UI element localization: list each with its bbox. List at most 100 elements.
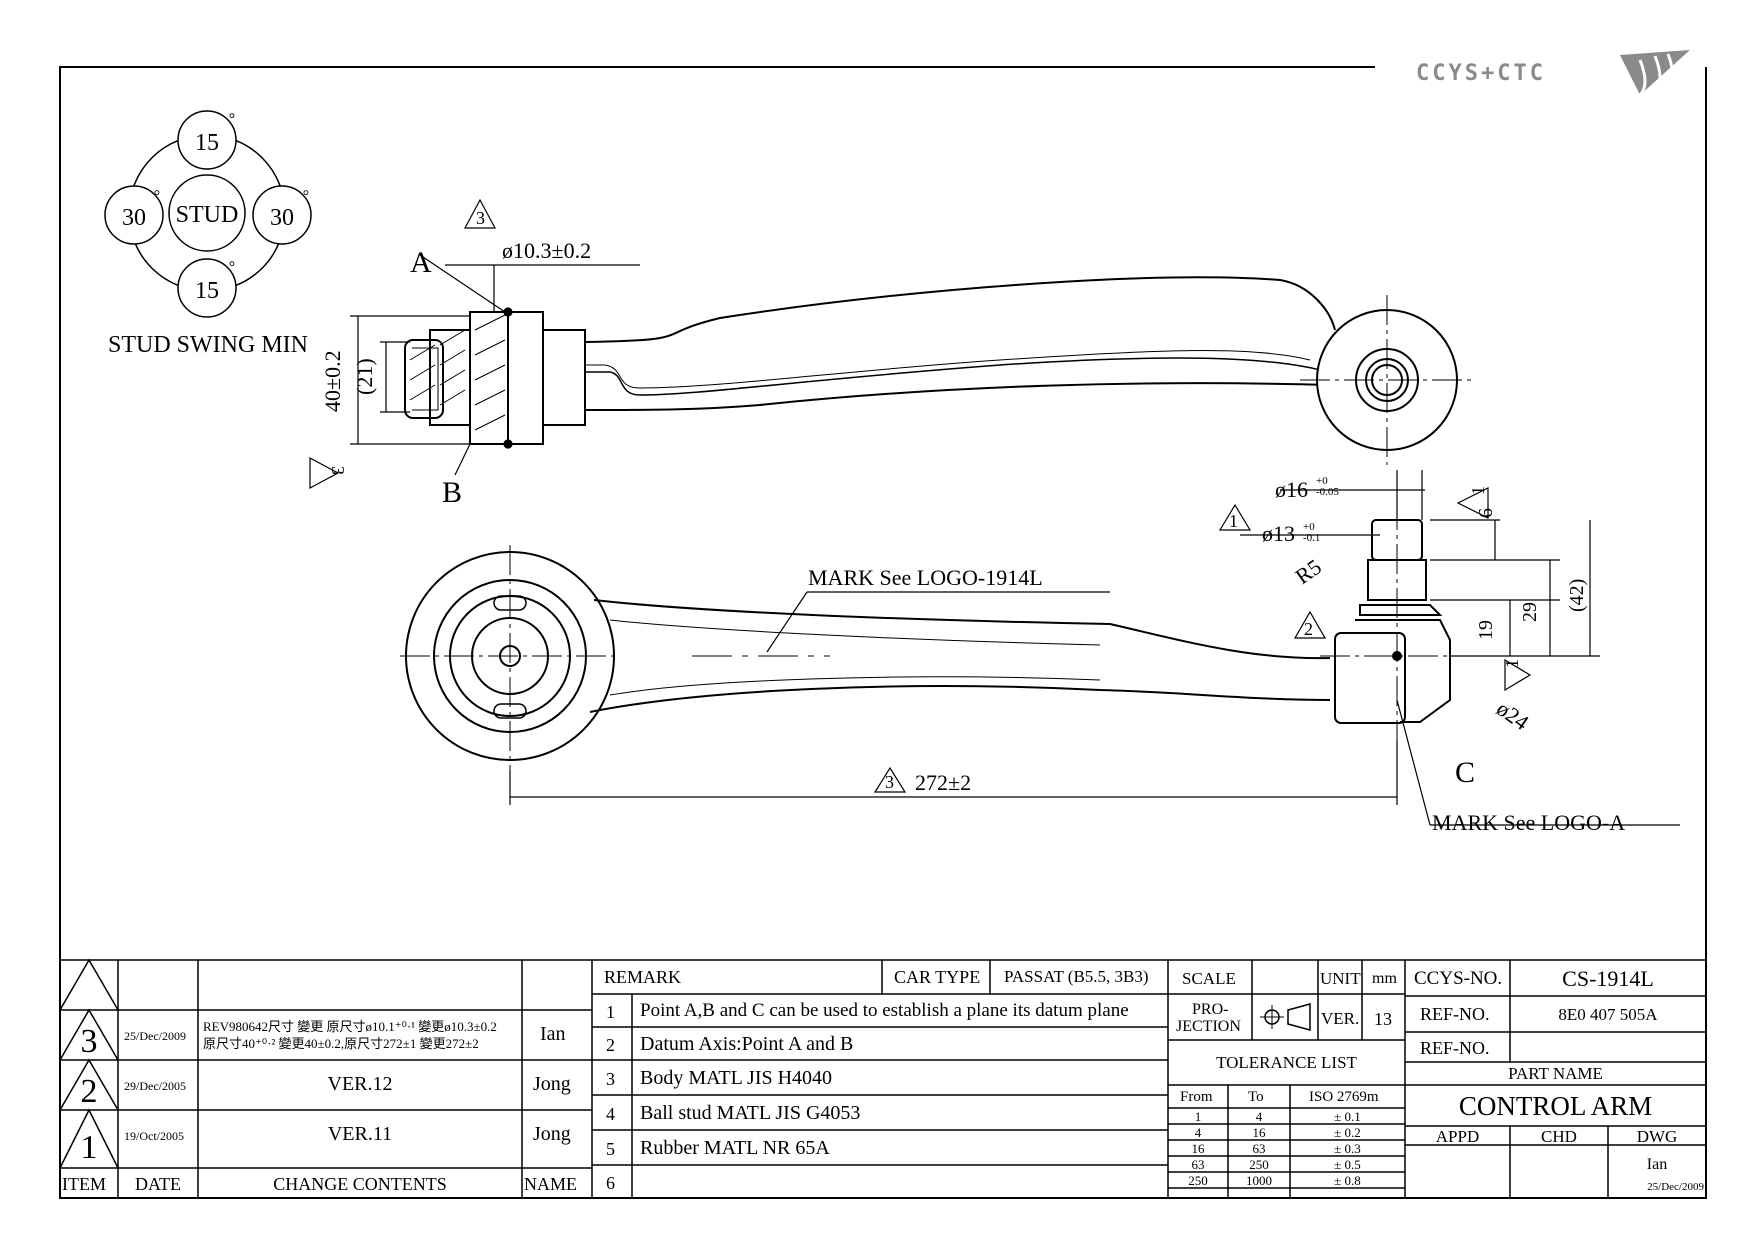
rev2-name: Jong [533,1073,571,1095]
remark-4-text: Ball stud MATL JIS G4053 [640,1102,861,1124]
car-type-value: PASSAT (B5.5, 3B3) [1004,967,1149,986]
swing-right-value: 30 [270,205,294,231]
unit-value: mm [1372,970,1397,987]
tol-row-5-from: 250 [1188,1173,1208,1188]
header-date: DATE [135,1174,181,1194]
remark-label: REMARK [604,967,682,987]
tol-row-2-from: 4 [1194,1125,1202,1140]
rev1-name: Jong [533,1123,571,1145]
dwg-name: Ian [1646,1156,1668,1173]
swing-bottom-value: 15 [195,278,219,304]
ref-no-2-label: REF-NO. [1420,1038,1490,1058]
company-logo: CCYS+CTC [1416,50,1690,97]
part-name-value: CONTROL ARM [1458,1091,1653,1121]
remark-3-text: Body MATL JIS H4040 [640,1067,833,1089]
tol-row-1-value: ± 0.1 [1334,1109,1361,1124]
title-block-grid [59,958,1706,1198]
remark-3-number: 3 [606,1069,615,1089]
rev1-marker-c: 1 [1502,659,1522,668]
ref-no-label: REF-NO. [1420,1004,1490,1024]
projection-label-1: PRO- [1192,1001,1229,1018]
car-type-label: CAR TYPE [894,967,981,987]
remark-4-number: 4 [606,1104,615,1124]
header-name: NAME [524,1174,577,1194]
swing-caption: STUD SWING MIN [108,332,308,358]
swing-top-deg: ° [229,111,235,128]
dim-21: (21) [352,358,377,395]
mark-logo-a: MARK See LOGO-A [1432,810,1625,835]
tol-row-1-to: 4 [1255,1109,1263,1124]
rev1-marker-a: 1 [1468,486,1488,495]
dim-13-tol-up: +0 [1303,521,1315,533]
dim-42: (42) [1566,579,1588,612]
tol-row-4-from: 63 [1191,1157,1205,1172]
appd-label: APPD [1435,1127,1480,1146]
rev3-contents-2: 原尺寸40⁺⁰·² 變更40±0.2,原尺寸272±1 變更272±2 [203,1036,479,1051]
tolerance-title: TOLERANCE LIST [1216,1053,1357,1072]
stud-swing-diagram [104,110,312,318]
dim-29: 29 [1519,602,1541,622]
chd-label: CHD [1541,1127,1577,1146]
ver-label: VER. [1321,1009,1360,1028]
header-item: ITEM [62,1174,106,1194]
unit-label: UNIT [1320,969,1361,988]
tol-row-3-value: ± 0.3 [1334,1141,1361,1156]
remark-5-text: Rubber MATL NR 65A [640,1137,830,1159]
ccys-no-label: CCYS-NO. [1414,968,1503,989]
tol-row-1-from: 1 [1194,1109,1202,1124]
top-view-dimensions [509,470,1680,826]
dim-r5: R5 [1291,554,1326,589]
tol-row-2-value: ± 0.2 [1334,1125,1361,1140]
rev3-date: 25/Dec/2009 [124,1029,186,1043]
remark-2-number: 2 [606,1035,615,1055]
rev-item-3: 3 [81,1023,98,1060]
rev2-contents: VER.12 [327,1073,393,1095]
ref-no-value: 8E0 407 505A [1558,1005,1658,1024]
ver-value: 13 [1374,1009,1392,1029]
remark-6-number: 6 [606,1173,615,1193]
arm-side-view [404,276,1475,465]
tol-row-3-to: 63 [1252,1141,1266,1156]
dim-13-tol-dn: -0.1 [1303,532,1320,544]
point-c-label: C [1455,756,1475,789]
rev3-name: Ian [540,1023,566,1045]
dwg-label: DWG [1636,1127,1678,1146]
swing-bottom-deg: ° [229,259,235,276]
dim-hole: ø10.3±0.2 [502,238,591,263]
projection-label-2: JECTION [1176,1018,1241,1035]
dim-16: ø16 [1275,477,1308,502]
mark-logo-main: MARK See LOGO-1914L [808,565,1043,590]
dim-6: 6 [1475,508,1497,518]
dim-16-tol-dn: -0.05 [1316,486,1339,498]
arm-top-view [400,500,1460,770]
remark-1-number: 1 [606,1002,615,1022]
swing-right-deg: ° [303,188,309,205]
remark-2-text: Datum Axis:Point A and B [640,1033,854,1055]
part-name-label: PART NAME [1508,1064,1603,1083]
swing-center-label: STUD [176,202,239,228]
remark-5-number: 5 [606,1139,615,1159]
dim-13: ø13 [1262,521,1295,546]
tol-header-iso: ISO 2769m [1309,1089,1379,1105]
dim-40: 40±0.2 [320,350,345,412]
dwg-date: 25/Dec/2009 [1647,1181,1704,1193]
header-change-contents: CHANGE CONTENTS [273,1174,447,1194]
sheet-frame [59,66,1707,1199]
tol-row-5-to: 1000 [1246,1173,1272,1188]
logo-emblem-icon [1620,50,1690,95]
tol-row-5-value: ± 0.8 [1334,1173,1361,1188]
dim-16-tol-up: +0 [1316,475,1328,487]
rev3-marker-c: 3 [885,772,894,792]
swing-top-value: 15 [195,130,219,156]
dim-19: 19 [1475,620,1497,640]
rev1-contents: VER.11 [327,1123,393,1145]
tol-header-from: From [1180,1089,1213,1105]
rev2-marker: 2 [1304,619,1313,639]
point-a-label: A [410,246,432,279]
remark-1-text: Point A,B and C can be used to establish… [640,1000,1129,1021]
rev3-marker-a: 3 [476,208,485,228]
rev3-marker-b: 3 [328,466,348,475]
scale-label: SCALE [1182,969,1236,988]
tol-row-2-to: 16 [1252,1125,1266,1140]
